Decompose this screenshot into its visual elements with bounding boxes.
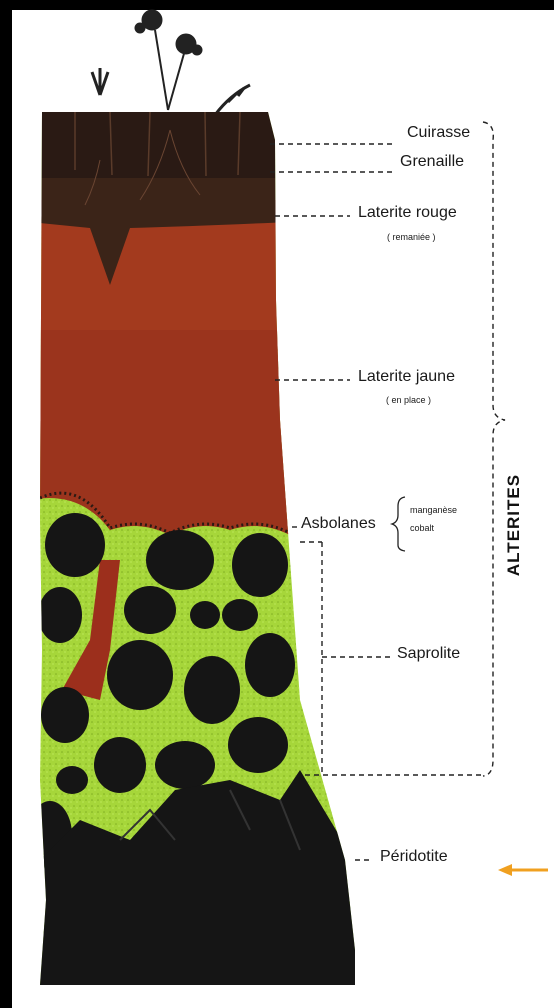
label-laterite-rouge: Laterite rouge	[358, 204, 457, 222]
label-grenaille: Grenaille	[400, 153, 464, 171]
label-asbolanes-cobalt: cobalt	[410, 523, 434, 533]
plant-icon	[92, 68, 250, 115]
label-asbolanes-manganese: manganèse	[410, 505, 457, 515]
tree-icon	[135, 10, 202, 110]
soil-column	[28, 100, 370, 990]
label-laterite-jaune: Laterite jaune	[358, 368, 455, 386]
label-alterites: ALTERITES	[504, 474, 524, 576]
label-laterite-rouge-note: ( remaniée )	[387, 232, 436, 242]
arrow-left-icon	[498, 864, 548, 876]
label-asbolanes: Asbolanes	[301, 515, 376, 533]
asbolanes-brace	[392, 497, 405, 551]
label-peridotite: Péridotite	[380, 848, 448, 866]
alterites-brace	[483, 122, 505, 776]
label-saprolite: Saprolite	[397, 645, 460, 663]
label-laterite-jaune-note: ( en place )	[386, 395, 431, 405]
label-cuirasse: Cuirasse	[407, 124, 470, 142]
